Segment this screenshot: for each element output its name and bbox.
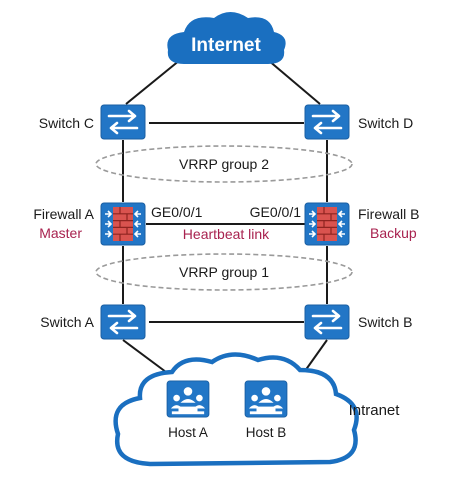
- vrrp-group-1-label: VRRP group 1: [179, 264, 269, 280]
- connections: [122, 59, 328, 379]
- heartbeat-link-label: Heartbeat link: [183, 226, 270, 242]
- firewall-a-label: Firewall A: [33, 206, 94, 222]
- firewall-a-port-label: GE0/0/1: [151, 204, 203, 220]
- link-internet-switch-c: [125, 59, 181, 105]
- host-b-label: Host B: [246, 425, 287, 440]
- switch-a-icon: [100, 304, 146, 340]
- link-switch-a-intranet: [122, 339, 167, 373]
- firewall-b-role: Backup: [370, 225, 417, 241]
- firewall-b-icon: [304, 202, 350, 246]
- intranet-label: Intranet: [349, 402, 401, 419]
- vrrp-group-2-label: VRRP group 2: [179, 156, 269, 172]
- vrrp-group-2-ellipse: [95, 145, 353, 183]
- host-b-icon: [244, 380, 288, 418]
- switch-b-icon: [304, 304, 350, 340]
- host-a-icon: [166, 380, 210, 418]
- firewall-b-port-label: GE0/0/1: [250, 204, 302, 220]
- link-internet-switch-d: [267, 59, 321, 105]
- switch-d-icon: [304, 104, 350, 140]
- intranet-cloud: [113, 352, 359, 467]
- firewall-b-label: Firewall B: [358, 206, 419, 222]
- firewall-a-role: Master: [39, 225, 82, 241]
- vrrp-group-1-ellipse: [95, 253, 353, 291]
- switch-d-label: Switch D: [358, 115, 413, 131]
- switch-b-label: Switch B: [358, 314, 412, 330]
- internet-cloud: Internet: [167, 12, 286, 64]
- switch-c-icon: [100, 104, 146, 140]
- switch-a-label: Switch A: [40, 314, 94, 330]
- host-a-label: Host A: [168, 425, 208, 440]
- switch-c-label: Switch C: [39, 115, 94, 131]
- firewall-a-icon: [100, 202, 146, 246]
- internet-label: Internet: [191, 35, 261, 56]
